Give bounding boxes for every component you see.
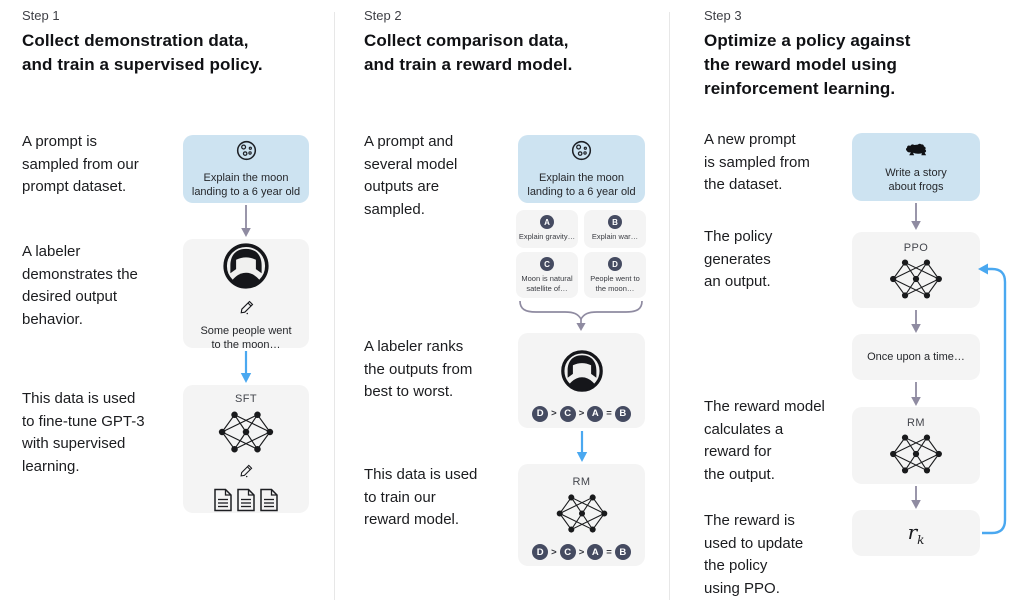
ranking-separator: =	[606, 408, 612, 419]
ranking-chip: A	[587, 544, 604, 560]
moon-icon	[235, 139, 258, 167]
candidate-letter-badge: A	[540, 215, 554, 229]
step3-paragraph-reward: The reward model calculates a reward for…	[704, 398, 825, 483]
labeler-avatar-icon	[559, 348, 605, 399]
output-candidate-d: D People went to the moon…	[584, 252, 646, 298]
output-candidate-c: C Moon is natural satellite of…	[516, 252, 578, 298]
step1-paragraph-labeler: A labeler demonstrates the desired outpu…	[22, 243, 138, 328]
labeler-avatar-icon	[221, 241, 271, 296]
ranking-chip: D	[532, 405, 549, 422]
arrow-down-gray	[911, 203, 921, 230]
arrow-down-gray	[241, 205, 251, 237]
candidate-text: People went to the moon…	[590, 274, 640, 293]
candidate-text: Explain gravity…	[518, 232, 576, 241]
neural-network-icon	[888, 258, 944, 305]
step1-paragraph-data: This data is used to fine-tune GPT-3 wit…	[22, 390, 145, 475]
sft-label: SFT	[235, 392, 257, 405]
ranking-separator: =	[606, 546, 612, 558]
ranking-row: D > C > A = B	[532, 544, 631, 560]
step2-title: Collect comparison data, and train a rew…	[364, 31, 573, 74]
ranking-separator: >	[578, 408, 585, 419]
step3-paragraph-prompt: A new prompt is sampled from the dataset…	[704, 131, 810, 193]
step3-paragraph-policy: The policy generates an output.	[704, 228, 773, 290]
step3-output-box: Once upon a time…	[852, 334, 980, 380]
ranking-row: D > C > A = B	[532, 405, 631, 422]
candidate-letter-badge: D	[608, 257, 622, 271]
ranking-chip: C	[559, 405, 576, 422]
ranking-chip: C	[559, 544, 576, 560]
step3-ppo-box: PPO	[852, 232, 980, 308]
frog-icon	[904, 141, 928, 162]
ranking-separator: >	[551, 408, 557, 419]
step3-title: Optimize a policy against the reward mod…	[704, 31, 911, 98]
step2-label: Step 2	[364, 8, 402, 23]
output-candidate-b: B Explain war…	[584, 210, 646, 248]
ranking-chip: A	[587, 405, 604, 422]
step1-labeler-box: Some people went to the moon…	[183, 239, 309, 351]
candidate-letter-badge: B	[608, 215, 622, 229]
document-icon	[214, 488, 232, 511]
step3-reward-box: rk	[852, 510, 980, 556]
arrow-down-gray	[911, 310, 921, 333]
reward-value: rk	[907, 519, 925, 547]
column-divider	[334, 12, 335, 600]
step3-prompt-box: Write a story about frogs	[852, 133, 980, 201]
arrow-down-gray	[911, 486, 921, 509]
step3-paragraph-update: The reward is used to update the policy …	[704, 512, 804, 597]
neural-network-icon	[888, 433, 944, 480]
arrow-down-blue	[240, 351, 252, 383]
candidate-text: Explain war…	[591, 232, 639, 241]
ranking-chip: B	[614, 405, 631, 422]
step2-paragraph-labeler: A labeler ranks the outputs from best to…	[364, 338, 473, 400]
step1-paragraph-prompt: A prompt is sampled from our prompt data…	[22, 133, 139, 195]
rm-label: RM	[572, 476, 591, 488]
step2-prompt-text: Explain the moon landing to a 6 year old	[527, 172, 636, 198]
ranking-separator: >	[578, 546, 585, 558]
step1-prompt-box: Explain the moon landing to a 6 year old	[183, 135, 309, 203]
output-candidate-a: A Explain gravity…	[516, 210, 578, 248]
rm-label: RM	[907, 417, 925, 429]
step2-paragraph-data: This data is used to train our reward mo…	[364, 466, 478, 528]
step3-label: Step 3	[704, 8, 742, 23]
step2-prompt-box: Explain the moon landing to a 6 year old	[518, 135, 645, 203]
arrow-down-blue	[576, 431, 588, 462]
ranking-separator: >	[551, 546, 557, 558]
step3-prompt-text: Write a story about frogs	[885, 166, 947, 193]
document-icon	[237, 488, 255, 511]
ranking-chip: B	[614, 544, 631, 560]
neural-network-icon	[217, 410, 275, 459]
candidate-text: Moon is natural satellite of…	[521, 274, 573, 293]
document-icon	[260, 488, 278, 511]
curly-brace-funnel	[519, 300, 643, 331]
pencil-icon	[239, 300, 254, 320]
neural-network-icon	[555, 493, 609, 539]
step2-rm-box: RM D > C > A	[518, 464, 645, 566]
ranking-chip: D	[532, 544, 549, 560]
ppo-label: PPO	[903, 241, 929, 254]
pencil-icon	[239, 464, 253, 483]
column-divider	[669, 12, 670, 600]
step3-rm-box: RM	[852, 407, 980, 484]
step1-sft-box: SFT	[183, 385, 309, 513]
feedback-loop-arrow	[978, 263, 1007, 535]
step1-label: Step 1	[22, 8, 60, 23]
moon-icon	[570, 139, 593, 167]
documents-row	[213, 488, 279, 512]
candidate-letter-badge: C	[540, 257, 554, 271]
step1-demo-text: Some people went to the moon…	[200, 325, 292, 351]
arrow-down-gray	[911, 382, 921, 406]
step2-labeler-box: D > C > A = B	[518, 333, 645, 428]
step1-title: Collect demonstration data, and train a …	[22, 31, 263, 74]
step3-output-text: Once upon a time…	[867, 351, 965, 363]
step2-paragraph-prompt: A prompt and several model outputs are s…	[364, 133, 458, 218]
step1-prompt-text: Explain the moon landing to a 6 year old	[191, 172, 301, 198]
